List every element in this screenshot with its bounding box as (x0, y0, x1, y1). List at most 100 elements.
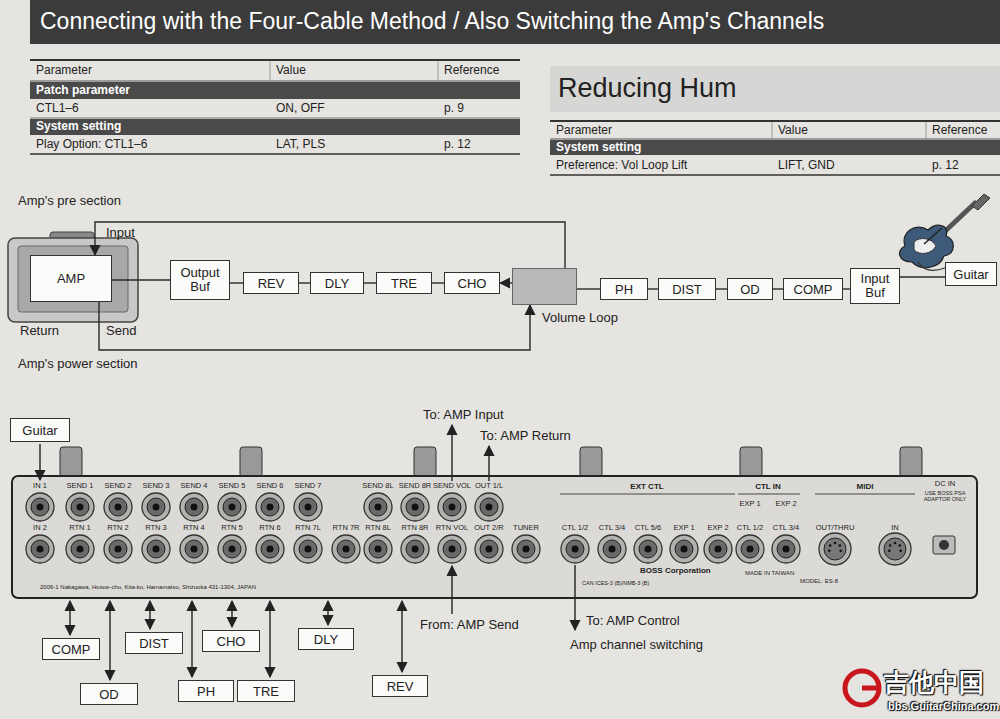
effect-box: PH (600, 278, 648, 300)
node-label: TRE (391, 276, 417, 291)
effect-box: OD (80, 683, 138, 705)
jack (561, 535, 589, 563)
text-label: SEND 1 (66, 482, 93, 491)
text-label: p. 12 (932, 159, 959, 173)
guitar-box: Guitar (10, 418, 70, 442)
volume-loop-block (512, 268, 577, 305)
jack (715, 546, 722, 553)
signal-connector (773, 288, 783, 289)
jack (223, 498, 241, 516)
jack (449, 504, 456, 511)
effect-box: CHO (202, 630, 260, 652)
jack (412, 546, 419, 553)
jack (364, 535, 392, 563)
jack (185, 498, 203, 516)
text-label: Patch parameter (36, 84, 130, 98)
text-label: OUT 1/L (475, 482, 503, 491)
text-label: System setting (556, 141, 641, 155)
amp-box: AMP (30, 255, 112, 302)
jack (449, 546, 456, 553)
jack (337, 540, 355, 558)
node-label: PH (615, 282, 633, 297)
text-label: EXP 1 (673, 524, 694, 533)
jack (256, 493, 284, 521)
text-label: IN (891, 524, 899, 533)
text-label: DC IN (935, 480, 955, 489)
effect-box: COMP (783, 278, 843, 300)
jack (369, 540, 387, 558)
midi-port (824, 538, 846, 560)
jack (639, 540, 657, 558)
jack (305, 546, 312, 553)
effect-box: TRE (376, 272, 432, 294)
jack (375, 504, 382, 511)
text-label: To: AMP Control (586, 614, 680, 629)
signal-connector (500, 282, 512, 283)
text-label: EXP 2 (775, 500, 796, 509)
effect-box: TRE (237, 680, 295, 702)
effect-box: DIST (658, 278, 716, 300)
jack (180, 493, 208, 521)
node-label: TRE (253, 684, 279, 699)
text-label: Reducing Hum (558, 73, 737, 104)
effect-box: CHO (444, 272, 500, 294)
amp-illustration (8, 232, 138, 322)
jack (406, 498, 424, 516)
text-label: SEND 2 (104, 482, 131, 491)
jack (709, 540, 727, 558)
title-text: Connecting with the Four-Cable Method / … (40, 8, 824, 35)
jack (517, 540, 535, 558)
signal-connector (112, 279, 170, 280)
jack (26, 493, 54, 521)
jack (37, 504, 44, 511)
watermark-logo (845, 671, 879, 705)
jack (147, 498, 165, 516)
signal-connector (432, 282, 444, 283)
jack (256, 535, 284, 563)
text-label: To: AMP Return (480, 429, 571, 444)
jack (229, 504, 236, 511)
text-label: RTN 7R (333, 524, 360, 533)
jack (438, 493, 466, 521)
jack (598, 535, 626, 563)
jack (71, 498, 89, 516)
text-label: Parameter (36, 64, 92, 78)
signal-connector (364, 282, 376, 283)
text-label: p. 12 (444, 138, 471, 152)
signal-connector (648, 288, 658, 289)
midi-pin (839, 550, 842, 553)
signal-connector (299, 282, 310, 283)
node-label: Guitar (953, 267, 988, 282)
node-label: CHO (217, 634, 246, 649)
jack (153, 504, 160, 511)
jack (185, 540, 203, 558)
jack (645, 546, 652, 553)
text-label: RTN 8R (402, 524, 429, 533)
text-label: System setting (36, 120, 121, 134)
title-band (30, 0, 1000, 44)
text-label: SEND 8L (362, 482, 393, 491)
midi-port (884, 538, 906, 560)
jack (37, 546, 44, 553)
jack (294, 535, 322, 563)
midi-pin (839, 544, 842, 547)
jack (747, 546, 754, 553)
jack (486, 546, 493, 553)
text-label: Amp's pre section (18, 194, 121, 209)
jack (375, 546, 382, 553)
text-label: RTN 5 (221, 524, 243, 533)
text-label: CTL IN (755, 482, 781, 491)
signal-connector (230, 282, 243, 283)
jack (115, 546, 122, 553)
jack (777, 540, 795, 558)
node-label: Output Buf (175, 266, 225, 295)
signal-connector (577, 288, 600, 289)
text-label: Preference: Vol Loop Lift (556, 159, 687, 173)
text-label: 2006-1 Nakagawa, Hosoe-cho, Kita-ku, Ham… (40, 584, 256, 591)
jack (218, 535, 246, 563)
text-label: SEND 8R (399, 482, 432, 491)
jack (704, 535, 732, 563)
jack (332, 535, 360, 563)
text-label: SEND 6 (256, 482, 283, 491)
